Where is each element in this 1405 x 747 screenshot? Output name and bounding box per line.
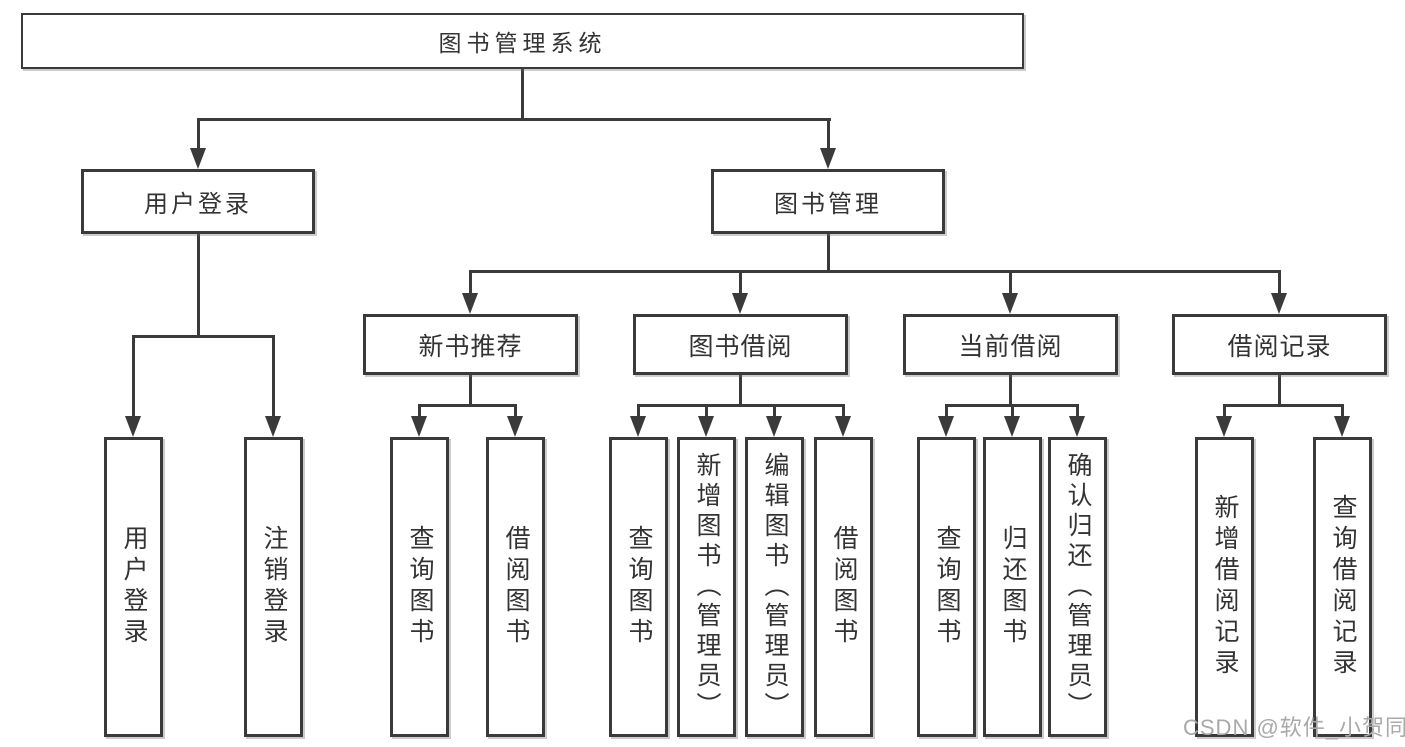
arrowhead-down-icon <box>1334 416 1350 437</box>
leaf-label: 查询借阅记录 <box>1329 494 1357 680</box>
leaf-label: 用户登录 <box>120 525 148 649</box>
connector-line <box>1278 270 1281 296</box>
connector-line <box>521 69 524 119</box>
csdn-watermark: CSDN @软件_小贺同学 <box>1183 715 1405 740</box>
leaf-label: 归还图书 <box>999 525 1027 649</box>
leaf-user-login: 用户登录 <box>104 437 163 737</box>
connector-line <box>842 404 845 419</box>
node-label: 图书借阅 <box>688 332 793 361</box>
connector-line <box>469 270 472 296</box>
arrowhead-down-icon <box>835 416 851 437</box>
connector-line <box>132 335 275 338</box>
leaf-query-books-recommend: 查询图书 <box>390 437 449 737</box>
connector-line <box>1223 404 1226 419</box>
connector-line <box>637 404 640 419</box>
connector-line <box>945 404 948 419</box>
arrowhead-down-icon <box>1002 293 1018 314</box>
connector-line <box>197 234 200 336</box>
node-library-management-system: 图书管理系统 <box>21 13 1024 69</box>
arrowhead-down-icon <box>766 416 782 437</box>
node-label: 图书管理系统 <box>438 30 607 56</box>
arrowhead-down-icon <box>1271 293 1287 314</box>
arrowhead-down-icon <box>938 416 954 437</box>
leaf-label: 编辑图书（管理员） <box>761 452 789 722</box>
leaf-add-books-admin: 新增图书（管理员） <box>677 437 736 737</box>
connector-line <box>272 335 275 420</box>
connector-line <box>418 404 517 407</box>
leaf-edit-books-admin: 编辑图书（管理员） <box>745 437 804 737</box>
leaf-borrow-books: 借阅图书 <box>814 437 873 737</box>
leaf-label: 新增借阅记录 <box>1211 494 1239 680</box>
connector-line <box>132 335 135 420</box>
leaf-query-books-current: 查询图书 <box>917 437 976 737</box>
arrowhead-down-icon <box>125 416 141 437</box>
leaf-add-borrow-record: 新增借阅记录 <box>1195 437 1254 737</box>
node-label: 新书推荐 <box>418 332 523 361</box>
arrowhead-down-icon <box>462 293 478 314</box>
connector-line <box>469 270 1281 273</box>
connector-line <box>1076 404 1079 419</box>
connector-line <box>418 404 421 419</box>
node-label: 当前借阅 <box>958 332 1063 361</box>
arrowhead-down-icon <box>265 416 281 437</box>
connector-line <box>197 118 200 151</box>
node-current-borrowing: 当前借阅 <box>903 314 1118 375</box>
leaf-return-books: 归还图书 <box>983 437 1042 737</box>
arrowhead-down-icon <box>698 416 714 437</box>
node-label: 图书管理 <box>774 191 882 218</box>
arrowhead-down-icon <box>1004 416 1020 437</box>
node-book-borrowing: 图书借阅 <box>633 314 848 375</box>
arrowhead-down-icon <box>1216 416 1232 437</box>
arrowhead-down-icon <box>411 416 427 437</box>
leaf-label: 查询图书 <box>625 525 653 649</box>
connector-line <box>1278 375 1281 406</box>
node-borrowing-records: 借阅记录 <box>1172 314 1387 375</box>
connector-line <box>773 404 776 419</box>
arrowhead-down-icon <box>507 416 523 437</box>
leaf-label: 确认归还（管理员） <box>1064 452 1092 722</box>
arrowhead-down-icon <box>732 293 748 314</box>
leaf-logout: 注销登录 <box>244 437 303 737</box>
arrowhead-down-icon <box>190 148 206 169</box>
connector-line <box>1009 375 1012 406</box>
connector-line <box>469 375 472 406</box>
connector-line <box>739 270 742 296</box>
leaf-label: 注销登录 <box>260 525 288 649</box>
leaf-label: 借阅图书 <box>502 525 530 649</box>
leaf-query-borrow-record: 查询借阅记录 <box>1313 437 1372 737</box>
leaf-label: 查询图书 <box>933 525 961 649</box>
node-label: 用户登录 <box>144 191 252 218</box>
connector-line <box>197 118 831 121</box>
arrowhead-down-icon <box>630 416 646 437</box>
arrowhead-down-icon <box>1069 416 1085 437</box>
connector-line <box>827 234 830 272</box>
connector-line <box>705 404 708 419</box>
node-label: 借阅记录 <box>1227 332 1332 361</box>
leaf-label: 查询图书 <box>406 525 434 649</box>
node-new-book-recommend: 新书推荐 <box>363 314 578 375</box>
connector-line <box>827 118 830 151</box>
arrowhead-down-icon <box>820 148 836 169</box>
connector-line <box>1009 270 1012 296</box>
connector-line <box>514 404 517 419</box>
leaf-label: 新增图书（管理员） <box>693 452 721 722</box>
connector-line <box>1341 404 1344 419</box>
connector-line <box>739 375 742 406</box>
leaf-borrow-books-recommend: 借阅图书 <box>486 437 545 737</box>
leaf-label: 借阅图书 <box>830 525 858 649</box>
leaf-confirm-return-admin: 确认归还（管理员） <box>1048 437 1107 737</box>
connector-line <box>637 404 845 407</box>
node-user-login: 用户登录 <box>81 169 315 234</box>
leaf-query-books-borrowing: 查询图书 <box>609 437 668 737</box>
connector-line <box>1011 404 1014 419</box>
node-book-management: 图书管理 <box>711 169 945 234</box>
connector-line <box>1223 404 1344 407</box>
